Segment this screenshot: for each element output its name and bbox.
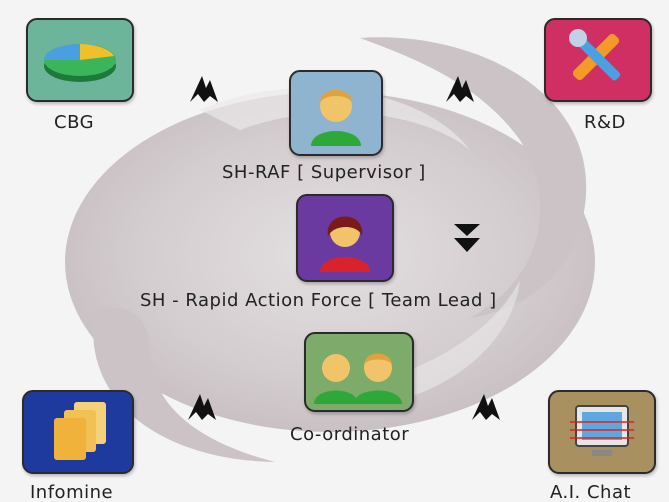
cbg-label: CBG (54, 112, 95, 133)
node-supervisor[interactable]: SH-RAF [ Supervisor ] (218, 70, 488, 190)
infomine-label: Infomine (30, 482, 114, 502)
rnd-tile[interactable] (544, 18, 652, 102)
team-lead-tile[interactable] (296, 194, 394, 282)
tools-icon (569, 29, 621, 81)
documents-icon (54, 402, 106, 460)
monitor-icon (570, 405, 634, 456)
arrow-up-rnd-icon (446, 76, 474, 102)
female-user-icon (320, 216, 370, 272)
arrow-up-ai-chat-icon (472, 394, 500, 420)
arrow-down-icon (454, 224, 480, 252)
rnd-label: R&D (584, 112, 626, 133)
node-infomine[interactable]: Infomine (22, 390, 152, 502)
ai-chat-tile[interactable] (548, 390, 656, 474)
coordinator-label: Co-ordinator (290, 424, 410, 445)
cbg-tile[interactable] (26, 18, 134, 102)
supervisor-tile[interactable] (289, 70, 383, 156)
user-icon (311, 90, 361, 146)
pie-chart-icon (44, 44, 116, 82)
supervisor-label: SH-RAF [ Supervisor ] (222, 162, 426, 183)
node-ai-chat[interactable]: A.I. Chat (540, 390, 666, 502)
arrow-up-infomine-icon (188, 394, 216, 420)
infomine-tile[interactable] (22, 390, 134, 474)
team-lead-label: SH - Rapid Action Force [ Team Lead ] (140, 290, 497, 311)
users-icon (314, 353, 402, 404)
node-cbg[interactable]: CBG (26, 18, 136, 136)
coordinator-tile[interactable] (304, 332, 414, 412)
node-team-lead[interactable]: SH - Rapid Action Force [ Team Lead ] (134, 194, 594, 324)
node-coordinator[interactable]: Co-ordinator (288, 332, 448, 452)
arrow-up-cbg-icon (190, 76, 218, 102)
node-rnd[interactable]: R&D (544, 18, 654, 136)
ai-chat-label: A.I. Chat (550, 482, 632, 502)
